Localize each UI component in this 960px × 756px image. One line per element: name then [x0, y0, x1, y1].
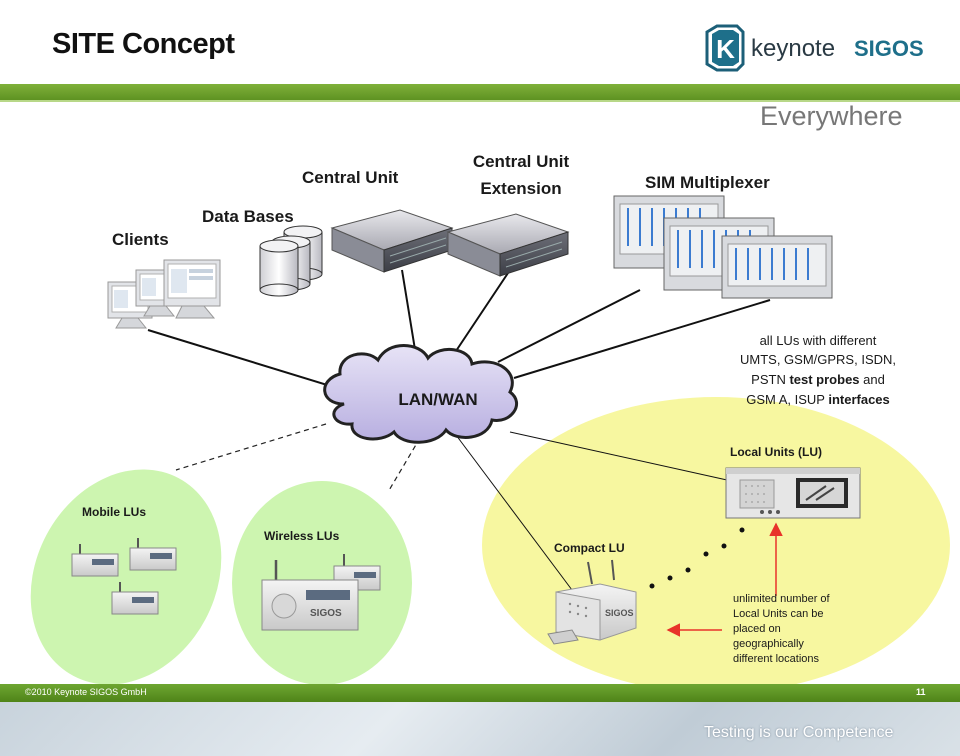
logo-sigos-text: SIGOS — [854, 36, 924, 61]
svg-text:unlimited number of: unlimited number of — [733, 593, 831, 605]
footer-bar — [0, 684, 960, 702]
central-unit-server-icon — [330, 209, 454, 273]
lu-info-note: all LUs with different UMTS, GSM/GPRS, I… — [740, 333, 896, 407]
svg-text:geographically: geographically — [733, 638, 804, 650]
lu-connections — [455, 431, 737, 591]
label-local-units: Local Units (LU) — [730, 445, 822, 459]
label-central-unit-extension-1: Central Unit — [473, 152, 570, 171]
subtitle-everywhere: Everywhere — [760, 101, 903, 131]
mobile-lu-devices-icon — [71, 538, 177, 615]
svg-text:GSM A, ISUP interfaces: GSM A, ISUP interfaces — [746, 392, 890, 407]
unlimited-units-note: unlimited number of Local Units can be p… — [733, 593, 831, 665]
central-unit-extension-server-icon — [446, 213, 570, 277]
label-central-unit: Central Unit — [302, 168, 399, 187]
wireless-lu-brand: SIGOS — [310, 608, 342, 619]
header-bar-highlight — [0, 100, 960, 102]
page-number: 11 — [916, 687, 926, 697]
label-sim-multiplexer: SIM Multiplexer — [645, 173, 770, 192]
footer-tagline: Testing is our Competence — [704, 724, 894, 741]
label-clients: Clients — [112, 230, 169, 249]
solid-connections — [147, 269, 771, 393]
compact-lu-brand: SIGOS — [605, 608, 634, 618]
compact-lu-device-icon: SIGOS — [547, 559, 637, 645]
sim-multiplexer-racks-icon — [613, 195, 833, 299]
logo-mark: K — [716, 34, 735, 64]
wireless-dashed-connections — [175, 423, 421, 493]
keynote-sigos-logo: K keynote SIGOS — [705, 24, 924, 72]
label-mobile-lus: Mobile LUs — [82, 505, 146, 519]
svg-text:all LUs with different: all LUs with different — [760, 333, 877, 348]
lu-chain-dots — [649, 527, 745, 589]
footer-copyright: ©2010 Keynote SIGOS GmbH — [25, 687, 147, 697]
svg-text:PSTN test probes and: PSTN test probes and — [751, 372, 885, 387]
label-compact-lu: Compact LU — [554, 541, 625, 555]
database-cylinders-icon — [259, 225, 323, 297]
clients-monitors-icon — [107, 259, 221, 329]
lan-wan-cloud-icon — [323, 344, 518, 444]
footer-background — [0, 702, 960, 756]
svg-text:different locations: different locations — [733, 653, 820, 665]
logo-keynote-text: keynote — [751, 35, 835, 62]
wireless-lu-devices-icon: SIGOS — [261, 554, 381, 631]
label-data-bases: Data Bases — [202, 207, 294, 226]
label-lan-wan: LAN/WAN — [398, 390, 477, 409]
label-wireless-lus: Wireless LUs — [264, 529, 340, 543]
slide-title: SITE Concept — [52, 28, 235, 60]
svg-text:Local Units can be: Local Units can be — [733, 608, 824, 620]
red-arrows — [666, 522, 783, 637]
label-central-unit-extension-2: Extension — [480, 179, 561, 198]
svg-text:UMTS, GSM/GPRS, ISDN,: UMTS, GSM/GPRS, ISDN, — [740, 352, 896, 367]
mobile-lus-zone — [30, 469, 222, 684]
header-bar — [0, 84, 960, 100]
network-diagram: SIGOS — [30, 152, 950, 684]
local-unit-rack-icon — [725, 467, 861, 519]
svg-text:placed on: placed on — [733, 623, 781, 635]
